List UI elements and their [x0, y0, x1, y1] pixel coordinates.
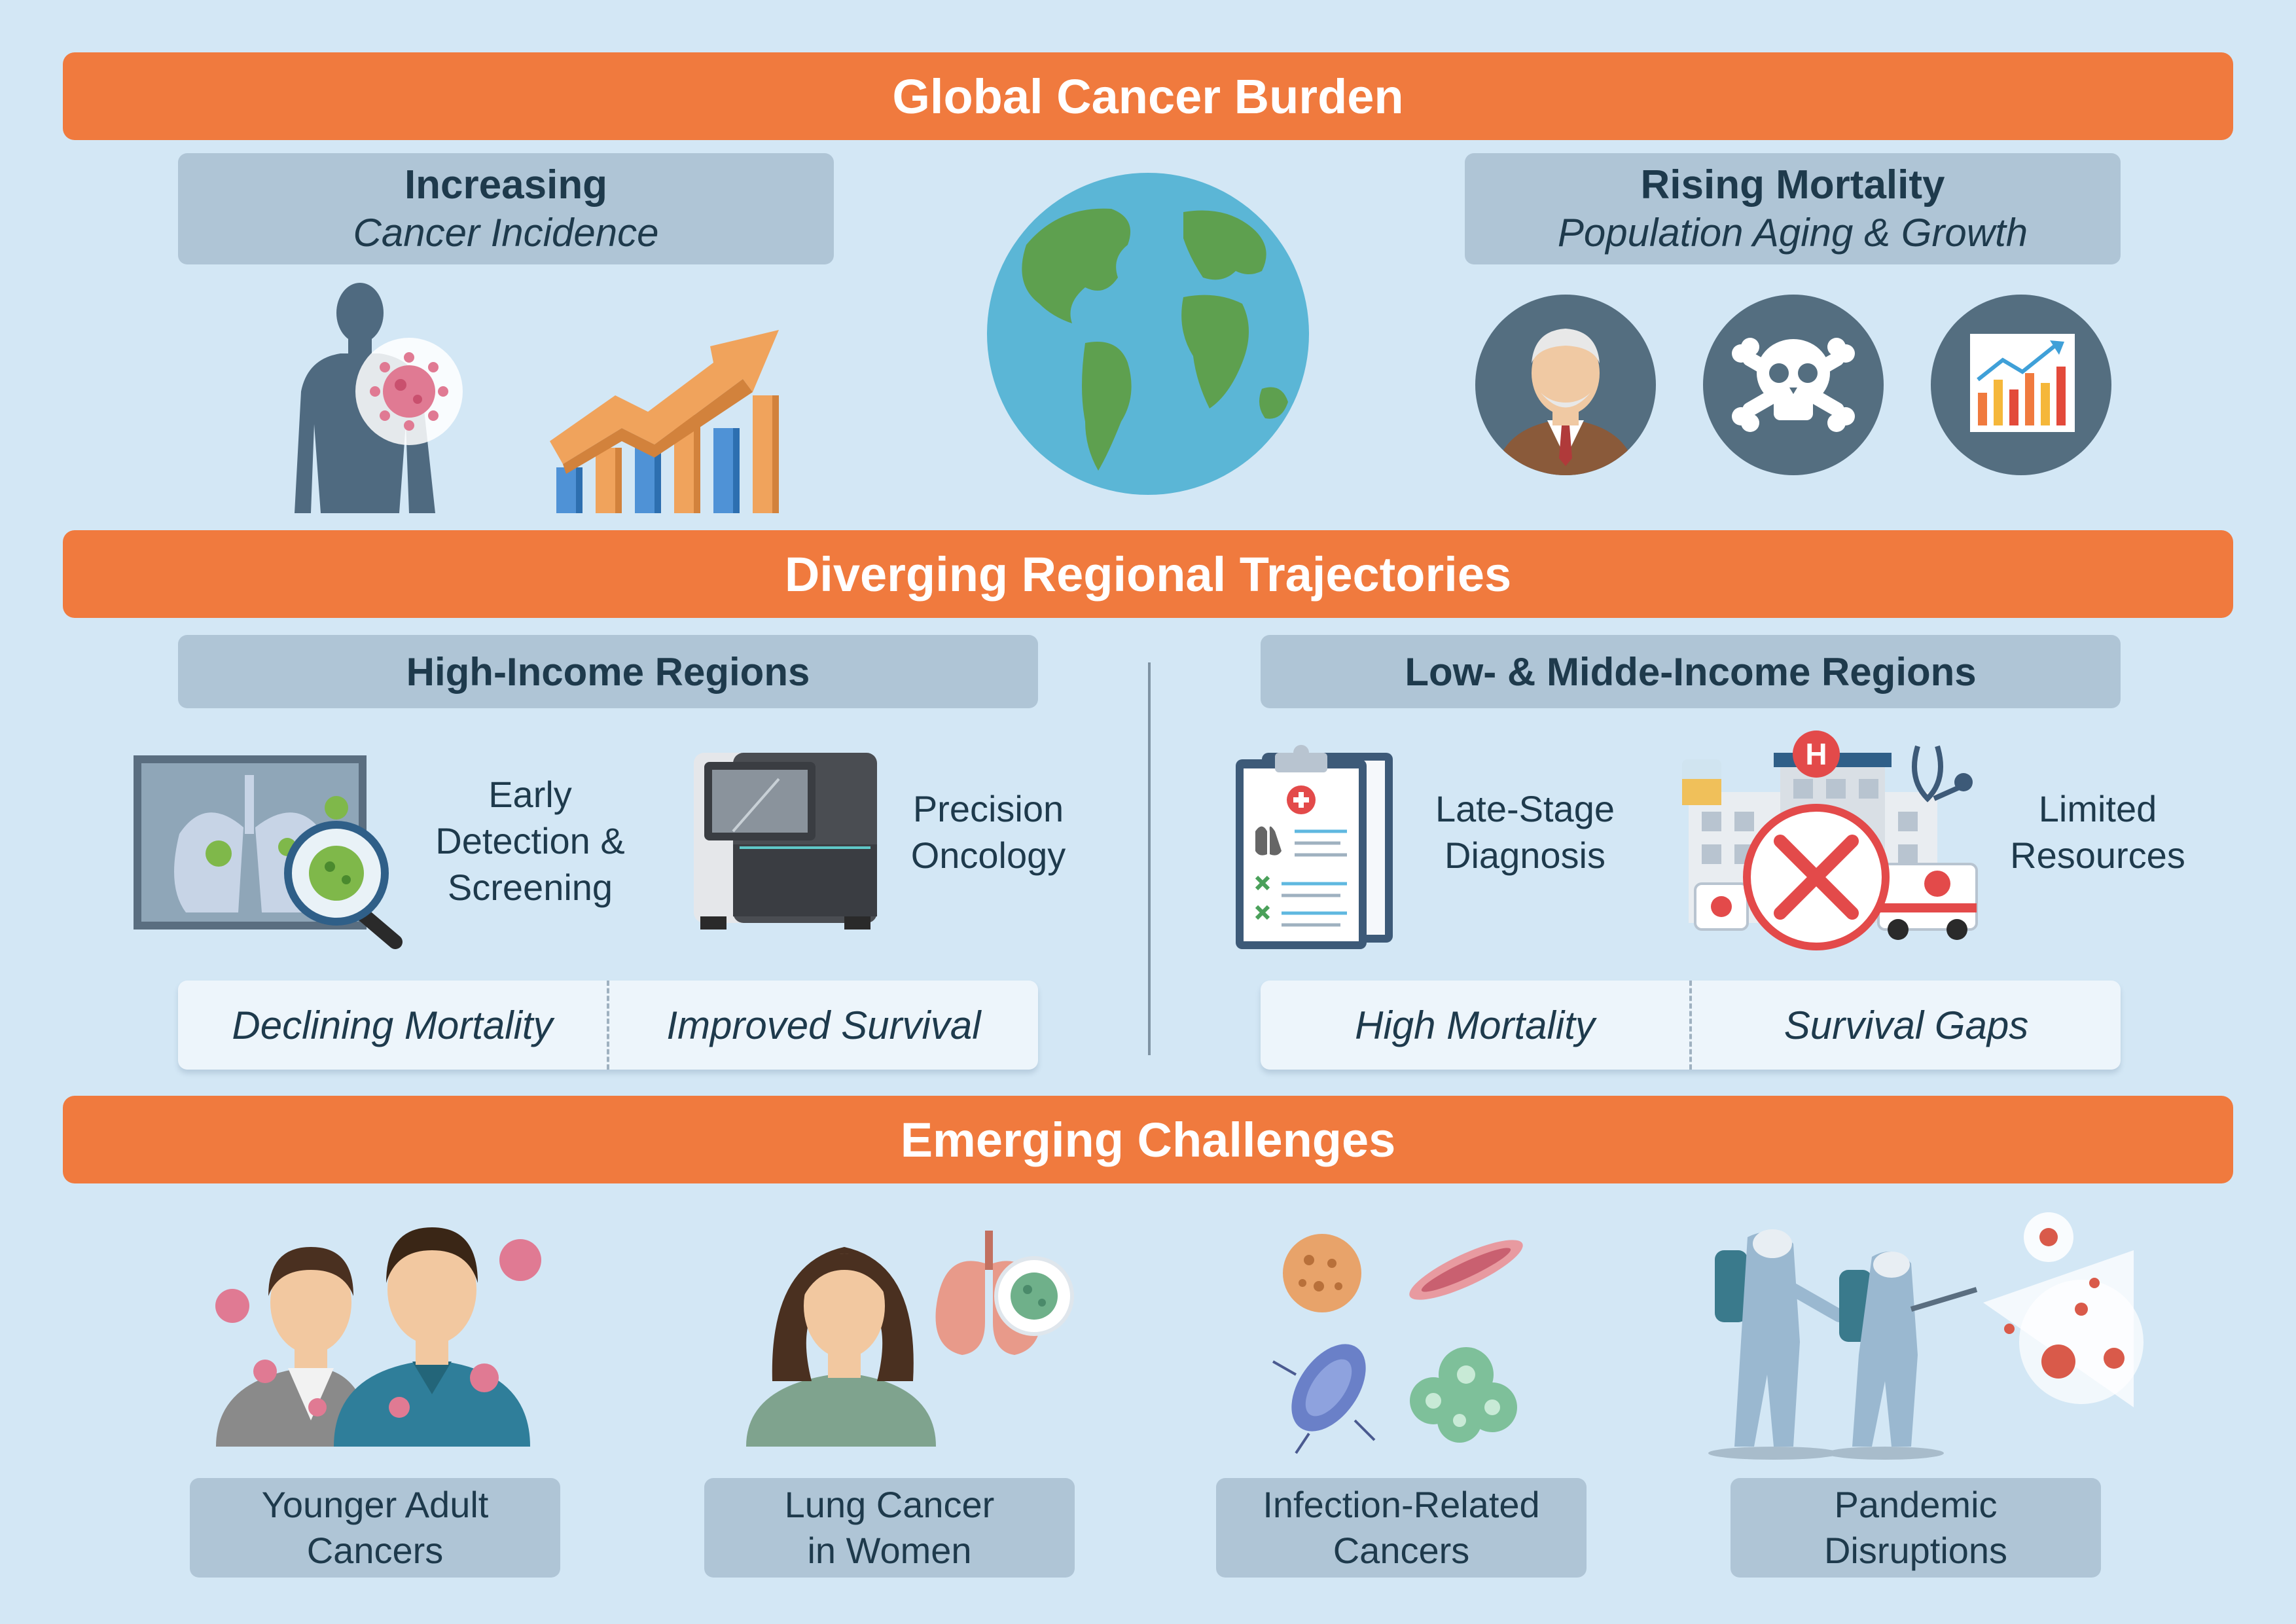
globe-icon: [987, 173, 1309, 495]
low-income-label: Low- & Midde-Income Regions: [1261, 635, 2121, 708]
skull-crossbones-icon: [1703, 295, 1884, 475]
sequencer-machine-icon: [694, 753, 877, 929]
high-mortality: High Mortality: [1355, 1003, 1595, 1047]
elderly-man-icon: [1475, 295, 1656, 475]
mortality-subtitle: Population Aging & Growth: [1557, 211, 2028, 255]
rising-incidence-chart-icon: [550, 330, 779, 513]
improved-survival: Improved Survival: [607, 981, 1038, 1070]
mortality-chart-icon: [1931, 295, 2111, 475]
banner-global-cancer-burden: Global Cancer Burden: [63, 52, 2233, 140]
declining-mortality: Declining Mortality: [232, 1003, 553, 1047]
high-income-label: High-Income Regions: [178, 635, 1038, 708]
low-income-title: Low- & Midde-Income Regions: [1405, 649, 1977, 694]
high-income-outcomes: Declining Mortality Improved Survival: [178, 981, 1038, 1070]
clipboard-diagnosis-icon: [1236, 745, 1393, 949]
woman-lung-cancer-icon: [746, 1231, 1074, 1447]
incidence-subtitle: Cancer Incidence: [353, 211, 659, 255]
limited-resources-caption: Limited Resources: [2010, 788, 2185, 876]
incidence-title: Increasing: [404, 162, 608, 208]
incidence-label: Increasing Cancer Incidence: [178, 153, 834, 264]
younger-adults-icon: [215, 1227, 541, 1447]
mortality-title: Rising Mortality: [1640, 162, 1945, 208]
infection-microbes-icon: [1272, 1234, 1523, 1454]
banner-regional-trajectories: Diverging Regional Trajectories: [63, 530, 2233, 618]
lung-xray-magnifier-icon: [134, 755, 403, 949]
survival-gaps: Survival Gaps: [1689, 981, 2121, 1070]
region-divider: [1148, 662, 1151, 1055]
hospital-h-letter: H: [1805, 737, 1827, 771]
banner-emerging-challenges: Emerging Challenges: [63, 1096, 2233, 1183]
late-stage-caption: Late-Stage Diagnosis: [1435, 788, 1615, 876]
mortality-label: Rising Mortality Population Aging & Grow…: [1465, 153, 2121, 264]
early-detection-caption: Early Detection & Screening: [435, 774, 625, 909]
pandemic-disinfection-icon: [1708, 1212, 2144, 1460]
precision-oncology-caption: Precision Oncology: [910, 788, 1066, 876]
hospital-limited-resources-icon: H: [1682, 731, 1978, 950]
virus-icon: [370, 352, 448, 431]
low-income-outcomes: High Mortality Survival Gaps: [1261, 981, 2121, 1070]
high-income-title: High-Income Regions: [406, 649, 810, 694]
human-tumor-icon: [295, 283, 463, 513]
